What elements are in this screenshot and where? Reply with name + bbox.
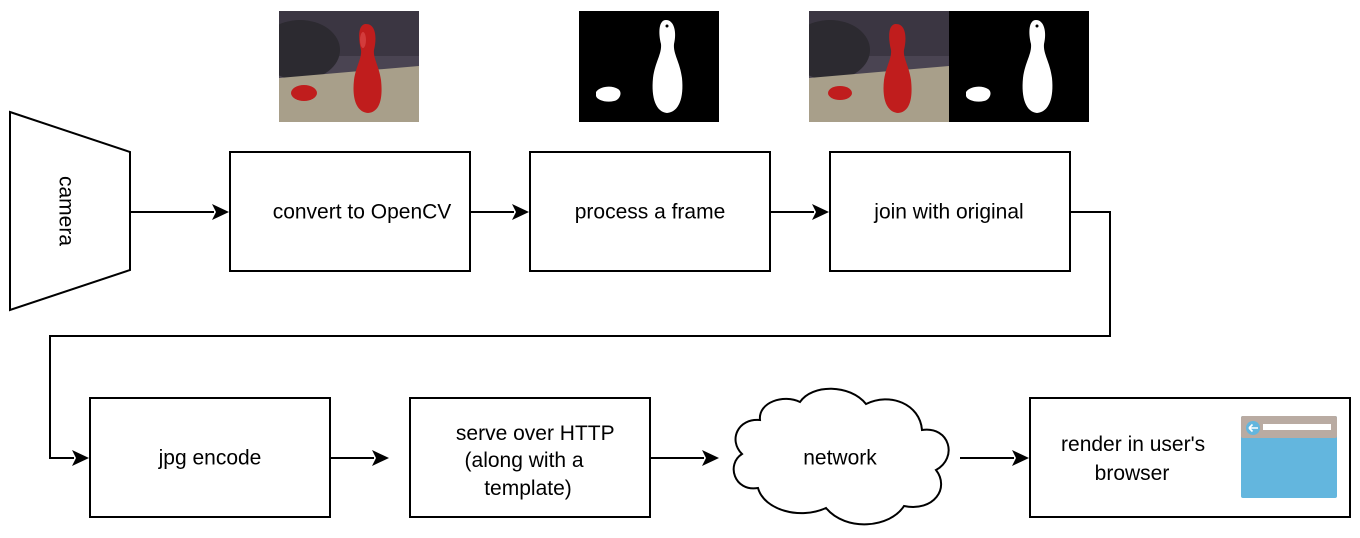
camera-node: camera — [9, 110, 131, 312]
process-label: process a frame — [575, 201, 726, 224]
process-node: process a frame — [529, 151, 771, 272]
edge-join-to-jpg — [49, 211, 1111, 466]
render-label-line-1: render in user's — [1061, 433, 1205, 456]
serve-label: serve over HTTP (along with a template) — [456, 422, 620, 500]
edge-jpg-to-serve — [330, 450, 389, 466]
render-label: render in user's browser — [1061, 433, 1211, 485]
jpg-encode-label: jpg encode — [158, 447, 262, 470]
joined-thumbnail — [809, 11, 1089, 122]
browser-window-icon — [1241, 416, 1337, 498]
serve-label-line-3: template) — [484, 477, 572, 500]
serve-node: serve over HTTP (along with a template) — [409, 397, 651, 518]
mask-thumbnail — [579, 11, 719, 122]
join-node: join with original — [829, 151, 1071, 272]
render-label-line-2: browser — [1095, 462, 1170, 485]
network-cloud-node: network — [732, 387, 950, 526]
convert-node: convert to OpenCV — [229, 151, 471, 272]
network-label: network — [803, 447, 877, 470]
edge-process-to-join — [770, 204, 829, 220]
join-label: join with original — [873, 201, 1023, 224]
render-node: render in user's browser — [1029, 397, 1351, 518]
jpg-encode-node: jpg encode — [89, 397, 331, 518]
camera-label: camera — [54, 176, 77, 246]
serve-label-line-2: (along with a — [465, 449, 584, 472]
edge-serve-to-network — [650, 450, 719, 466]
edge-camera-to-convert — [130, 204, 229, 220]
convert-label: convert to OpenCV — [273, 201, 452, 224]
serve-label-line-1: serve over HTTP — [456, 422, 614, 445]
edge-convert-to-process — [470, 204, 529, 220]
edge-network-to-render — [960, 450, 1029, 466]
original-frame-thumbnail — [279, 11, 419, 122]
